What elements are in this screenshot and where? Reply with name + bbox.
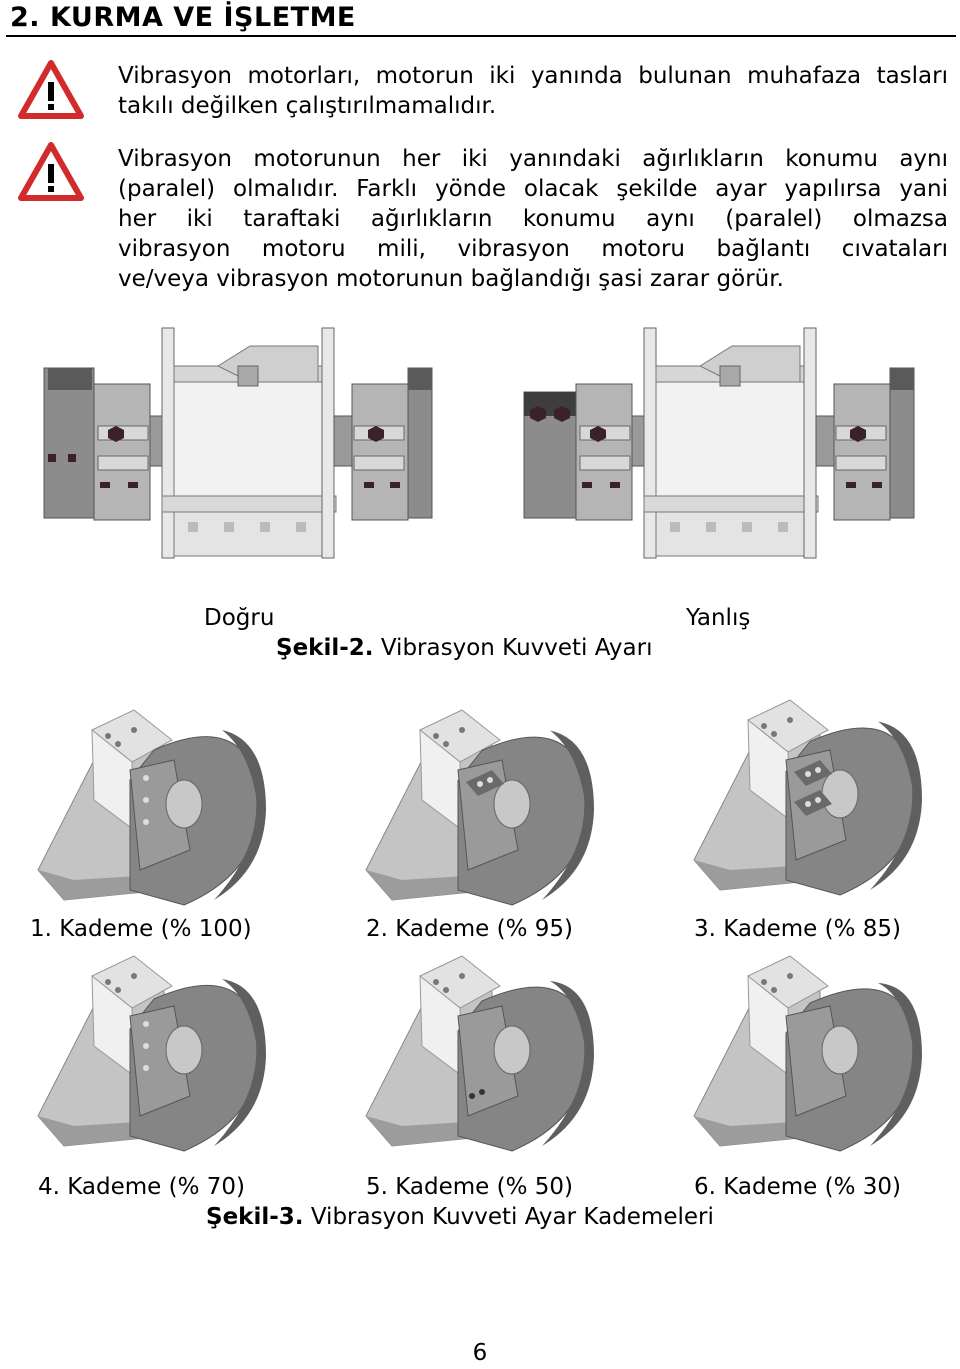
stage-label: 1. Kademe (% 100) [30, 916, 252, 942]
weight-stage-2-illustration [365, 709, 594, 906]
figure3-caption-text: Vibrasyon Kuvveti Ayar Kademeleri [303, 1204, 714, 1230]
page-number: 6 [472, 1340, 488, 1366]
figure2-caption: Şekil-2. Vibrasyon Kuvveti Ayarı [276, 635, 652, 661]
stage-label: 2. Kademe (% 95) [366, 916, 574, 942]
text-line: ve/veya vibrasyon motorunun bağlandığı ş… [118, 266, 784, 292]
weight-stage-3-illustration [693, 699, 922, 896]
title-divider [6, 35, 956, 37]
figure3-caption: Şekil-3. Vibrasyon Kuvveti Ayar Kademele… [206, 1204, 714, 1230]
stage-label: 4. Kademe (% 70) [38, 1174, 246, 1200]
motor-wrong-illustration [523, 327, 915, 559]
stage-label: 6. Kademe (% 30) [694, 1174, 902, 1200]
warning-triangle-icon [18, 60, 84, 119]
label-wrong: Yanlış [686, 605, 751, 631]
figure2-caption-text: Vibrasyon Kuvveti Ayarı [373, 635, 653, 661]
warning-text-2: Vibrasyon motorunun her iki yanındaki ağ… [118, 144, 948, 294]
figure2-caption-number: Şekil-2. [276, 635, 374, 661]
section-title: 2. KURMA VE İŞLETME [10, 2, 356, 33]
text-line: Vibrasyon motorunun her iki yanındaki ağ… [118, 146, 948, 172]
weight-stage-4-illustration [37, 955, 266, 1152]
text-line: vibrasyon motoru mili, vibrasyon motoru … [118, 236, 948, 262]
text-line: (paralel) olmalıdır. Farklı yönde olacak… [118, 176, 948, 202]
label-correct: Doğru [204, 605, 275, 631]
weight-stage-5-illustration [365, 955, 594, 1152]
warning-text-1: Vibrasyon motorları, motorun iki yanında… [118, 61, 948, 121]
text-line: Vibrasyon motorları, motorun iki yanında… [118, 63, 948, 89]
motor-correct-illustration [43, 327, 433, 559]
figure3-caption-number: Şekil-3. [206, 1204, 304, 1230]
text-line: takılı değilken çalıştırılmamalıdır. [118, 93, 497, 119]
weight-stage-1-illustration [37, 709, 266, 906]
warning-triangle-icon [18, 142, 84, 201]
weight-stage-6-illustration [693, 955, 922, 1152]
text-line: her iki taraftaki ağırlıkların konumu ay… [118, 206, 948, 232]
stage-label: 5. Kademe (% 50) [366, 1174, 574, 1200]
stage-label: 3. Kademe (% 85) [694, 916, 902, 942]
